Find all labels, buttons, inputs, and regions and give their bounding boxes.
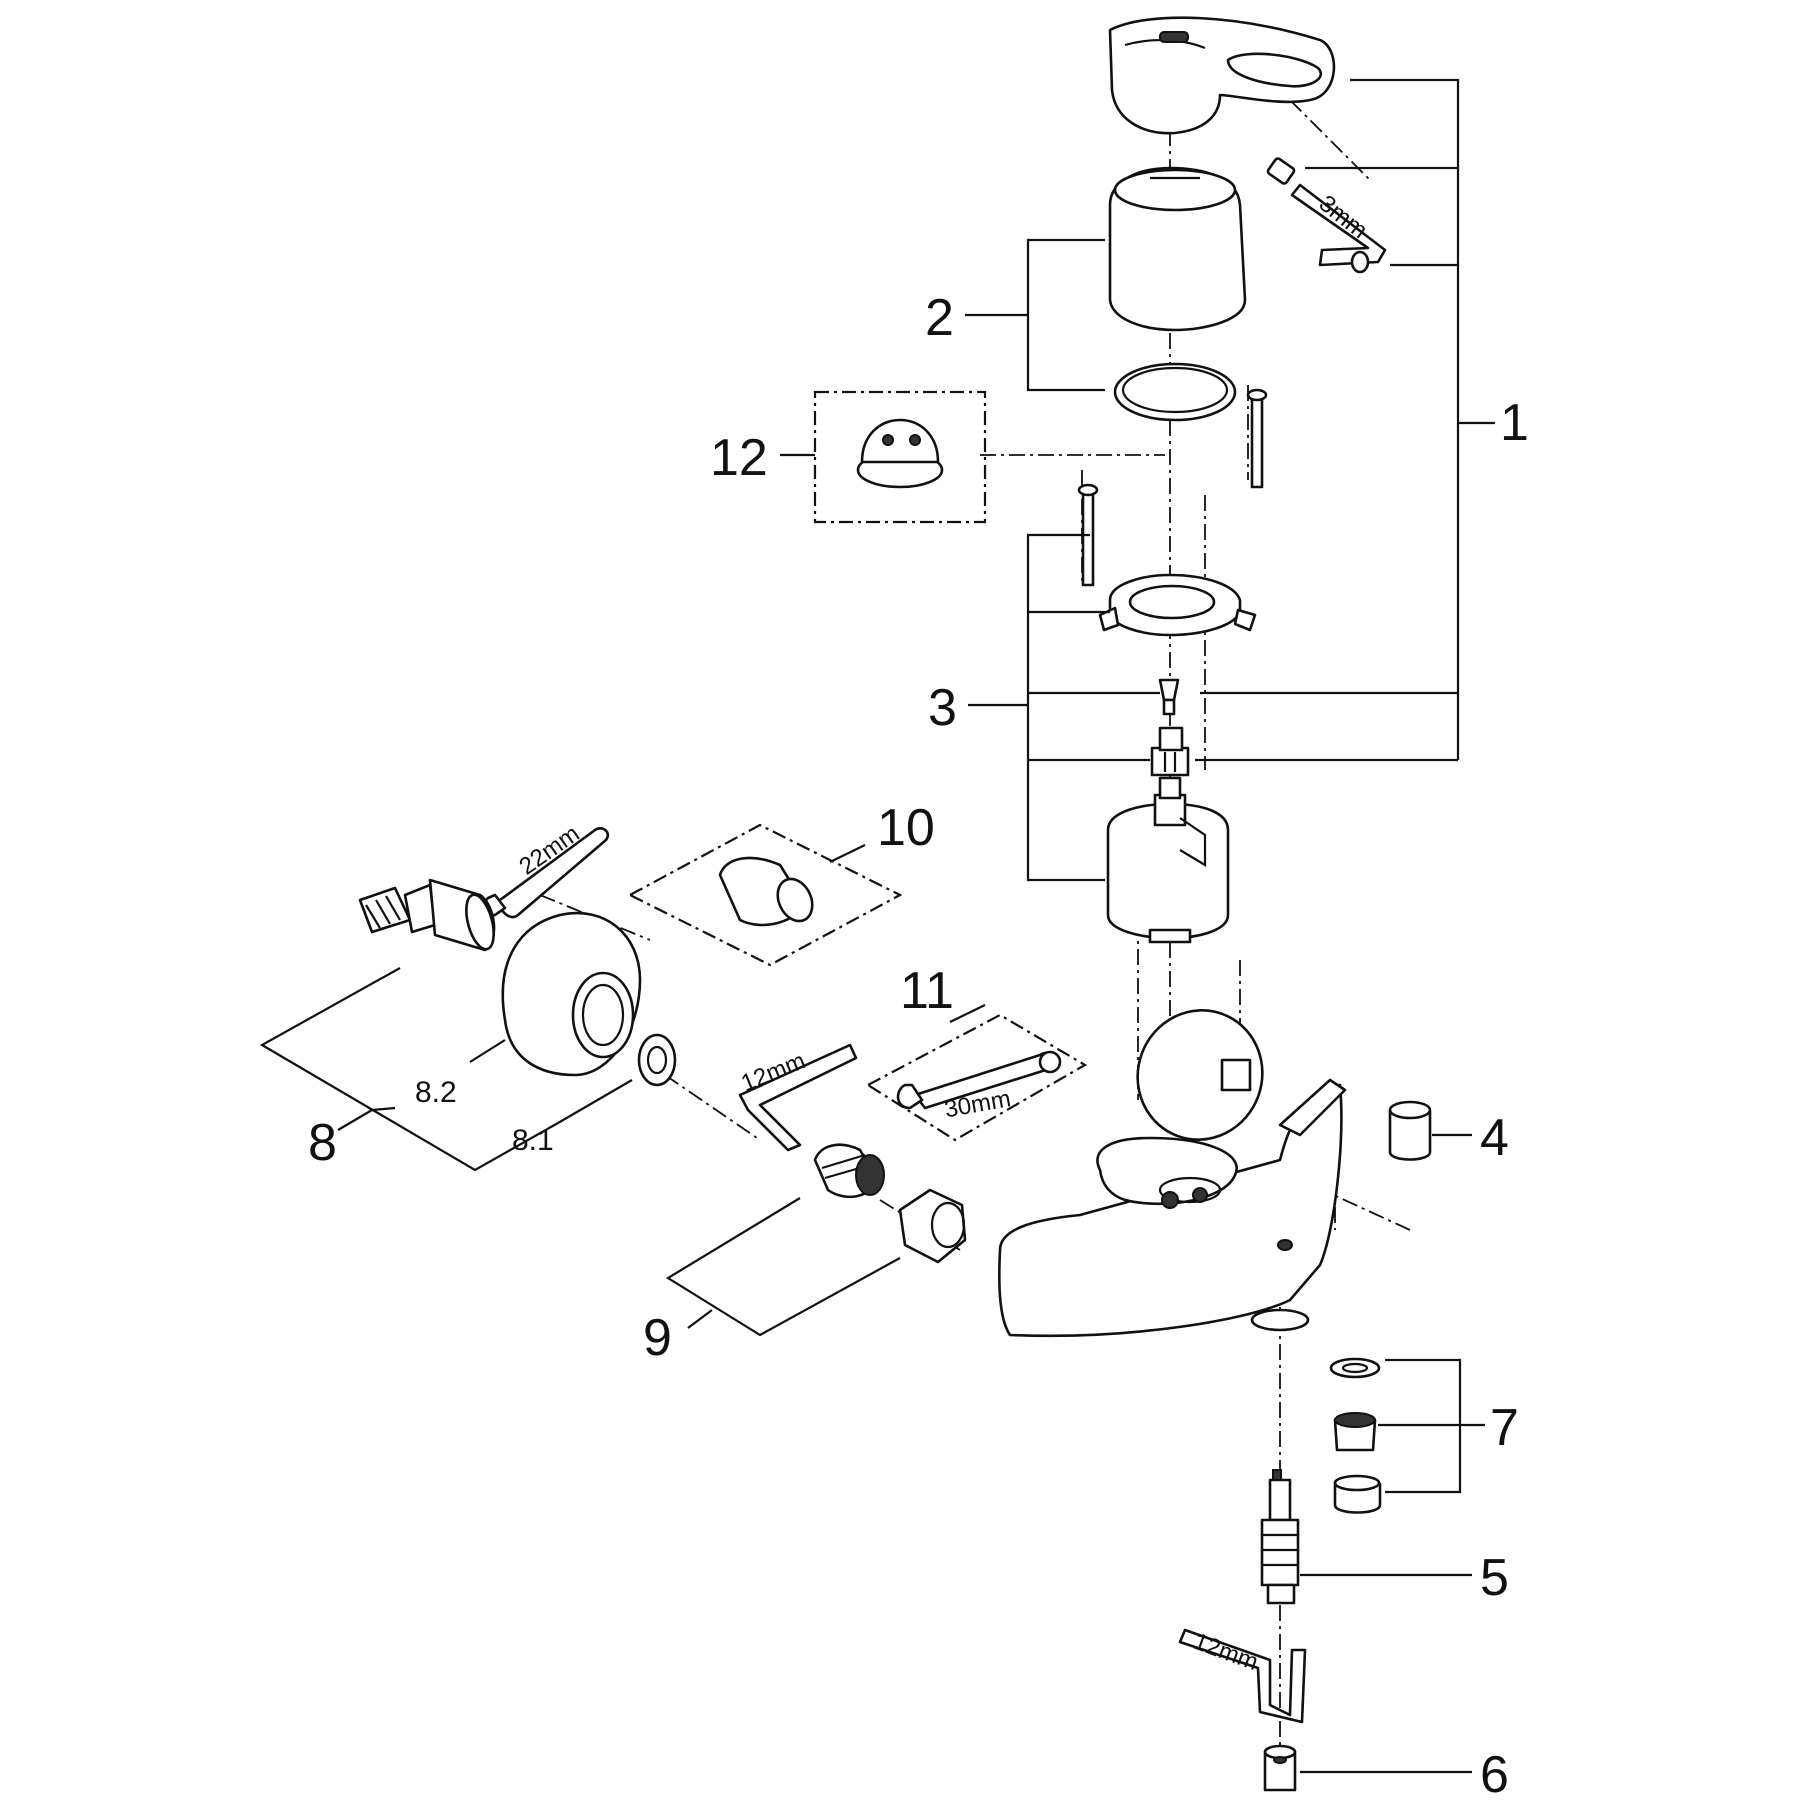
aerator-housing bbox=[1333, 1474, 1382, 1514]
mixer-body bbox=[998, 1009, 1347, 1338]
wrench-22mm: 22mm bbox=[482, 820, 610, 919]
callout-9: 9 bbox=[643, 1309, 672, 1367]
flange-ring bbox=[1098, 573, 1257, 637]
callout-8: 8 bbox=[308, 1114, 337, 1172]
callout-6: 6 bbox=[1480, 1746, 1509, 1801]
callout-7: 7 bbox=[1490, 1399, 1519, 1457]
spanner-box: 30mm bbox=[865, 1013, 1088, 1142]
washer-8-1 bbox=[637, 1033, 677, 1087]
callout-8-2: 8.2 bbox=[415, 1076, 457, 1109]
callout-5: 5 bbox=[1480, 1549, 1509, 1607]
diverter-cartridge bbox=[1260, 1469, 1300, 1605]
limiter-insert-box bbox=[813, 390, 987, 524]
hex-key-3mm: 3mm bbox=[1290, 183, 1387, 274]
aerator-insert bbox=[1333, 1412, 1377, 1452]
cap bbox=[1388, 1100, 1432, 1161]
callout-labels: 1 2 3 4 5 6 7 8 8.1 8.2 9 10 11 12 bbox=[308, 289, 1529, 1801]
long-screw-right bbox=[1246, 388, 1268, 489]
o-ring bbox=[1113, 362, 1237, 422]
long-screw-left bbox=[1077, 483, 1099, 587]
aerator-washer bbox=[1329, 1357, 1381, 1379]
cartridge bbox=[1106, 776, 1230, 944]
hex-key-12mm-bottom-label: 12mm bbox=[1190, 1628, 1262, 1676]
hex-key-12mm-middle: 12mm bbox=[737, 1043, 858, 1152]
hex-key-12mm-bottom: 12mm bbox=[1178, 1628, 1307, 1724]
callout-11: 11 bbox=[900, 962, 954, 1020]
callout-3: 3 bbox=[928, 679, 957, 737]
grub-screw bbox=[1266, 157, 1296, 185]
connector-nipple bbox=[813, 1143, 885, 1199]
callout-4: 4 bbox=[1480, 1109, 1509, 1167]
extension-box bbox=[627, 823, 903, 967]
wall-adapter bbox=[358, 878, 496, 952]
callout-8-1: 8.1 bbox=[512, 1124, 554, 1157]
callout-1: 1 bbox=[1500, 394, 1529, 452]
small-nut bbox=[1263, 1744, 1297, 1792]
adapter-block bbox=[1150, 726, 1190, 777]
escutcheon bbox=[501, 911, 642, 1077]
lever-handle bbox=[1108, 16, 1336, 135]
callout-10: 10 bbox=[877, 799, 935, 857]
union-nut bbox=[898, 1188, 967, 1264]
leader-lines bbox=[259, 78, 1495, 1774]
callout-2: 2 bbox=[925, 289, 954, 347]
callout-12: 12 bbox=[710, 429, 768, 487]
sleeve bbox=[1108, 166, 1247, 332]
small-screw bbox=[1158, 678, 1180, 716]
